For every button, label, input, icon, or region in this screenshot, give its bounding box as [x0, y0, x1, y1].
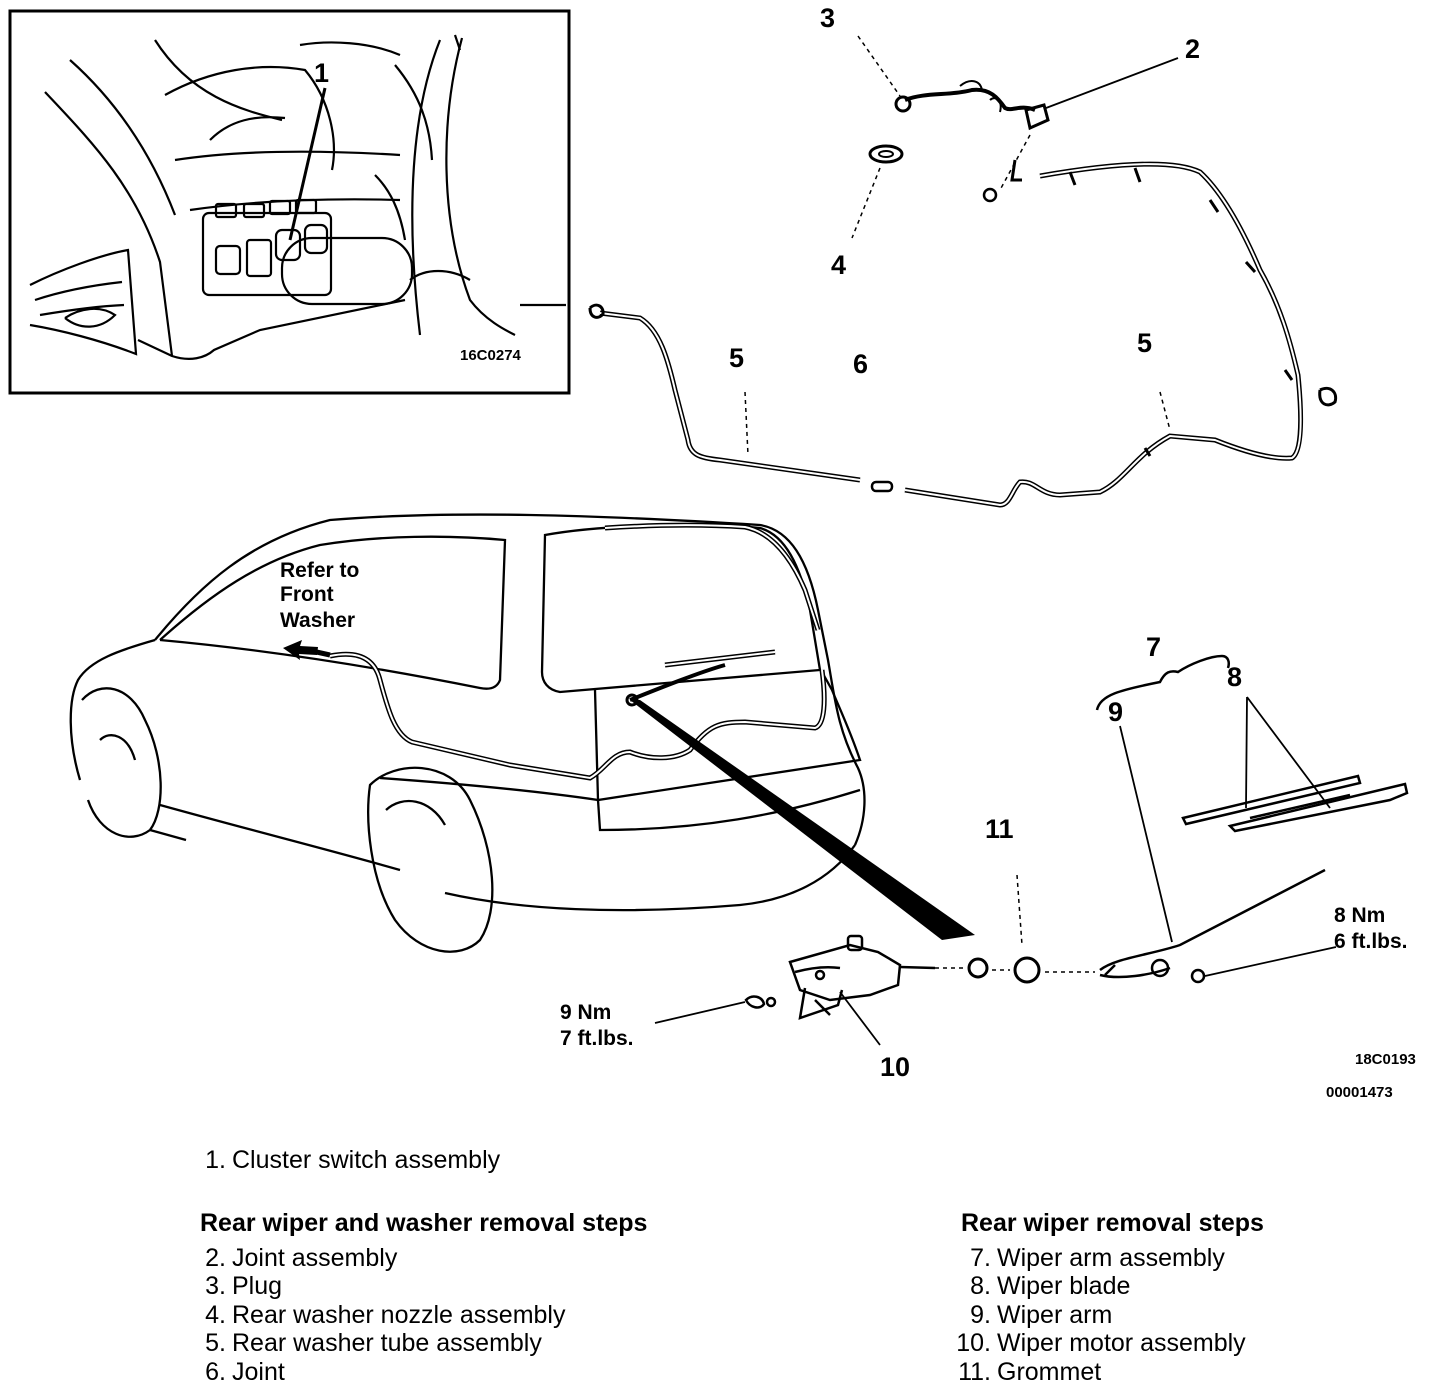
legend-item-label: Rear washer nozzle assembly: [232, 1300, 566, 1329]
refer-arrow-icon: [283, 640, 318, 660]
torque-arm-ftlbs: 6 ft.lbs.: [1334, 930, 1408, 953]
callout-6: 6: [853, 349, 868, 379]
document-code: 00001473: [1326, 1084, 1393, 1101]
legend-item: 10.Wiper motor assembly: [955, 1329, 1264, 1358]
legend-item-number: 2.: [205, 1243, 226, 1272]
torque-arm-nm: 8 Nm: [1334, 904, 1385, 927]
callout-2: 2: [1185, 34, 1200, 64]
legend-item: 9.Wiper arm: [955, 1301, 1264, 1330]
callout-7: 7: [1146, 632, 1161, 662]
vehicle-body: [69, 513, 866, 953]
legend-washer-steps: Rear wiper and washer removal steps 2.Jo…: [200, 1209, 647, 1386]
legend-item-label: Rear washer tube assembly: [232, 1329, 542, 1357]
torque-motor-nm: 9 Nm: [560, 1001, 611, 1024]
legend-item-number: 7.: [970, 1243, 991, 1272]
legend-heading: Rear wiper removal steps: [961, 1209, 1264, 1237]
legend-item-label: Cluster switch assembly: [232, 1146, 501, 1174]
legend-item-label: Wiper blade: [997, 1272, 1131, 1300]
legend-item-number: 9.: [970, 1300, 991, 1329]
torque-motor-ftlbs: 7 ft.lbs.: [560, 1027, 634, 1050]
legend-item: 5.Rear washer tube assembly: [200, 1329, 647, 1358]
legend-item: 1. Cluster switch assembly: [200, 1146, 500, 1175]
legend-item-number: 8.: [970, 1272, 991, 1300]
legend-item-number: 1.: [205, 1146, 226, 1174]
legend-item: 11.Grommet: [955, 1358, 1264, 1387]
refer-note-line-1: Refer to: [280, 559, 359, 582]
callout-8: 8: [1227, 662, 1242, 692]
legend-item-label: Joint assembly: [232, 1243, 398, 1272]
pointer-wedge: [630, 700, 975, 940]
legend-item: 2.Joint assembly: [200, 1244, 647, 1273]
callout-9: 9: [1108, 697, 1123, 727]
legend-item-number: 10.: [956, 1329, 991, 1357]
legend-item-number: 11.: [958, 1357, 991, 1386]
legend-item: 4.Rear washer nozzle assembly: [200, 1301, 647, 1330]
legend-item-label: Joint: [232, 1357, 285, 1386]
callout-4: 4: [831, 250, 846, 280]
legend-wiper-steps: Rear wiper removal steps 7.Wiper arm ass…: [955, 1209, 1264, 1386]
callout-11: 11: [985, 814, 1014, 844]
legend-item-number: 4.: [205, 1300, 226, 1329]
callout-5-left: 5: [729, 343, 744, 373]
refer-note-line-2: Front: [280, 583, 334, 606]
wiper-parts: [654, 654, 1409, 1046]
legend-item-label: Wiper motor assembly: [997, 1329, 1246, 1357]
legend-heading: Rear wiper and washer removal steps: [200, 1209, 648, 1237]
legend-item-label: Grommet: [997, 1357, 1102, 1386]
legend-item-label: Wiper arm: [997, 1300, 1113, 1329]
inset-callout-1: 1: [314, 58, 329, 88]
callout-10: 10: [880, 1052, 910, 1082]
washer-tube-assembly: [588, 35, 1338, 508]
legend-item-number: 6.: [205, 1357, 226, 1386]
legend-item: 7.Wiper arm assembly: [955, 1244, 1264, 1273]
callout-5-right: 5: [1137, 328, 1152, 358]
legend-item-label: Plug: [232, 1272, 283, 1300]
legend-cluster: 1. Cluster switch assembly: [200, 1146, 500, 1175]
legend-item-number: 3.: [205, 1272, 226, 1300]
refer-note-line-3: Washer: [280, 609, 355, 632]
legend-item: 6.Joint: [200, 1358, 647, 1387]
callout-3: 3: [820, 3, 835, 33]
legend-item: 3.Plug: [200, 1272, 647, 1301]
inset-figure-code: 16C0274: [460, 347, 522, 364]
legend-item: 8.Wiper blade: [955, 1272, 1264, 1301]
dashboard-inset: 1 16C0274: [8, 9, 571, 395]
legend-item-label: Wiper arm assembly: [997, 1243, 1225, 1272]
figure-code: 18C0193: [1355, 1051, 1416, 1068]
legend-item-number: 5.: [205, 1329, 226, 1357]
